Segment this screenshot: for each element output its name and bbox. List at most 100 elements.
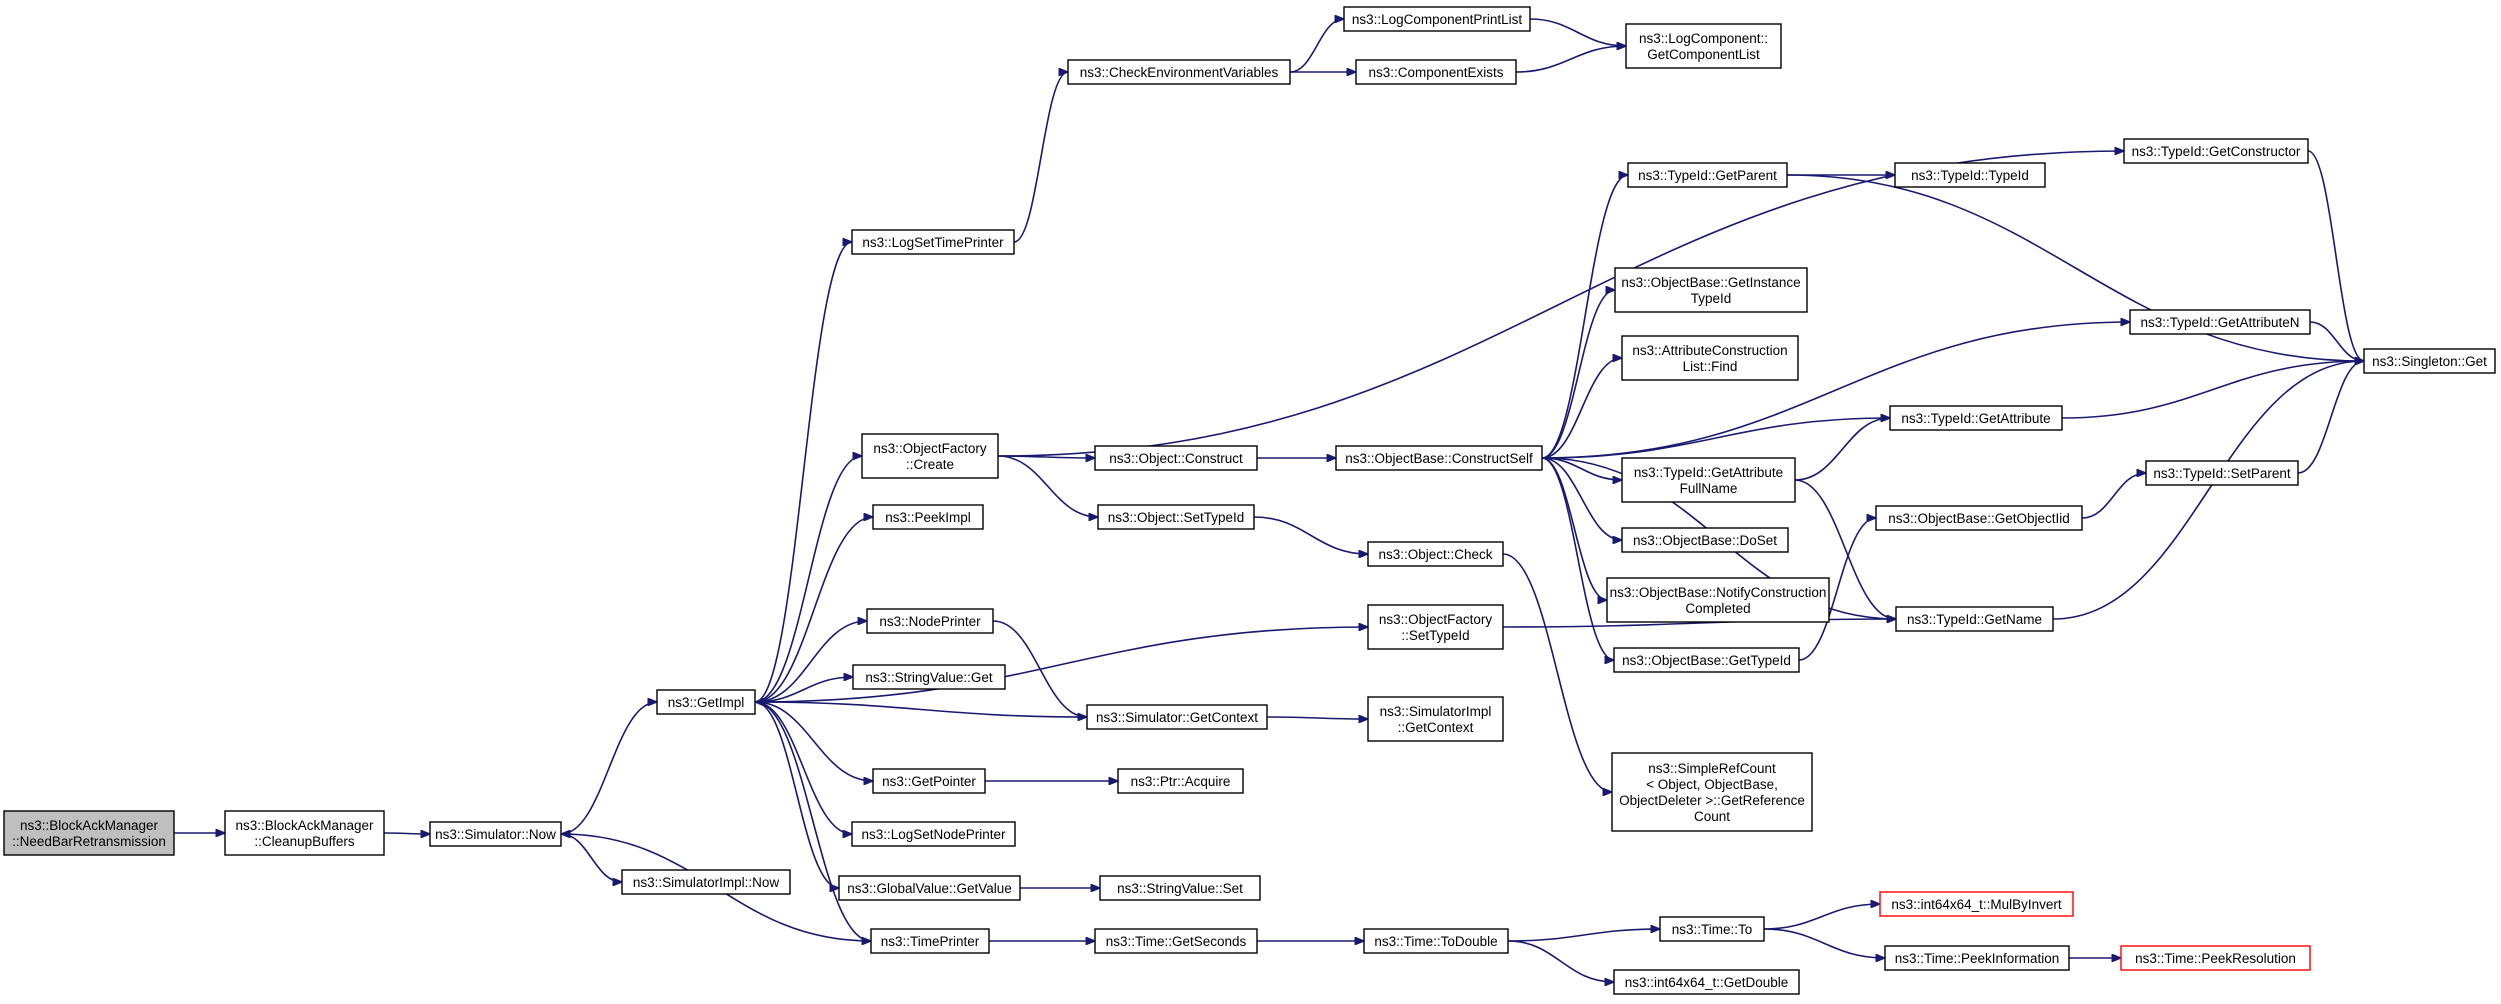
- node-simplerefcount-getreferencecount[interactable]: ns3::SimpleRefCount< Object, ObjectBase,…: [1611, 752, 1813, 832]
- node-typeid-getparent[interactable]: ns3::TypeId::GetParent: [1627, 162, 1788, 188]
- node-int64x64-getdouble[interactable]: ns3::int64x64_t::GetDouble: [1613, 969, 1800, 995]
- edge-arrow: [1507, 940, 1614, 982]
- node-timeprinter[interactable]: ns3::TimePrinter: [870, 928, 990, 954]
- node-object-check[interactable]: ns3::Object::Check: [1367, 541, 1504, 567]
- edge-getimpl-to-logsetnode: [754, 701, 852, 834]
- node-label-line: ns3::ObjectBase::DoSet: [1633, 533, 1777, 548]
- node-typeid-getconstructor[interactable]: ns3::TypeId::GetConstructor: [2123, 138, 2309, 164]
- node-objectbase-gettypeid[interactable]: ns3::ObjectBase::GetTypeId: [1613, 647, 1800, 673]
- node-logcomponentprintlist[interactable]: ns3::LogComponentPrintList: [1343, 6, 1531, 32]
- edge-arrow: [1763, 928, 1885, 958]
- edge-tidsetparent-to-singleton: [2297, 361, 2364, 474]
- nodes-layer: ns3::BlockAckManager::NeedBarRetransmiss…: [3, 6, 2496, 995]
- edge-simgetctx-to-getimpl: [755, 702, 1088, 718]
- edge-arrow: [2061, 361, 2364, 419]
- node-checkenvironmentvariables[interactable]: ns3::CheckEnvironmentVariables: [1067, 59, 1291, 85]
- edge-tidgetparent-to-singleton: [1786, 174, 2364, 361]
- node-simulator-now[interactable]: ns3::Simulator::Now: [429, 821, 562, 847]
- node-label-line: ns3::int64x64_t::GetDouble: [1625, 975, 1789, 990]
- node-singleton-get[interactable]: ns3::Singleton::Get: [2363, 348, 2496, 374]
- edge-constructself-to-tidgetattr: [1541, 418, 1890, 459]
- node-object-construct[interactable]: ns3::Object::Construct: [1094, 445, 1258, 471]
- node-typeid-getname[interactable]: ns3::TypeId::GetName: [1895, 606, 2054, 632]
- node-box: [1659, 916, 1765, 942]
- node-time-peekinformation[interactable]: ns3::Time::PeekInformation: [1884, 945, 2070, 971]
- node-box: [1367, 604, 1504, 650]
- node-int64x64-mulbyinvert[interactable]: ns3::int64x64_t::MulByInvert: [1879, 891, 2074, 917]
- node-label-line: FullName: [1680, 481, 1738, 496]
- node-getimpl[interactable]: ns3::GetImpl: [656, 689, 756, 715]
- edge-arrow: [1541, 175, 1628, 459]
- edge-obgettypeid-to-obgetobjtid: [1798, 518, 1876, 661]
- node-box: [1613, 647, 1800, 673]
- node-box: [2145, 460, 2299, 486]
- node-label-line: ns3::Simulator::Now: [435, 827, 556, 842]
- node-simulator-getcontext[interactable]: ns3::Simulator::GetContext: [1086, 704, 1268, 730]
- node-label-line: ns3::Time::PeekResolution: [2135, 951, 2296, 966]
- node-blockackmanager-needbarretransmission[interactable]: ns3::BlockAckManager::NeedBarRetransmiss…: [3, 810, 175, 856]
- node-objectfactory-settypeid[interactable]: ns3::ObjectFactory::SetTypeId: [1367, 604, 1504, 650]
- node-label-line: ns3::Object::Construct: [1109, 451, 1243, 466]
- node-typeid-getattribute[interactable]: ns3::TypeId::GetAttribute: [1889, 405, 2063, 431]
- node-label-line: ns3::GetImpl: [668, 695, 745, 710]
- node-objectfactory-create[interactable]: ns3::ObjectFactory::Create: [861, 433, 999, 479]
- node-typeid-typeid[interactable]: ns3::TypeId::TypeId: [1894, 162, 2046, 188]
- node-time-peekresolution[interactable]: ns3::Time::PeekResolution: [2120, 945, 2311, 971]
- node-label-line: ns3::GlobalValue::GetValue: [847, 881, 1012, 896]
- node-getpointer[interactable]: ns3::GetPointer: [872, 768, 986, 794]
- node-box: [851, 229, 1015, 255]
- node-objectbase-notifyconstructioncompleted[interactable]: ns3::ObjectBase::NotifyConstructionCompl…: [1606, 577, 1830, 623]
- node-box: [851, 821, 1016, 847]
- node-typeid-getattributen[interactable]: ns3::TypeId::GetAttributeN: [2129, 309, 2311, 335]
- edge-arrow: [1529, 18, 1626, 46]
- node-stringvalue-get[interactable]: ns3::StringValue::Get: [852, 664, 1006, 690]
- node-box: [1067, 59, 1291, 85]
- node-stringvalue-set[interactable]: ns3::StringValue::Set: [1099, 875, 1261, 901]
- node-label-line: ns3::GetPointer: [882, 774, 976, 789]
- edge-simgetctx-to-implgetctx: [1266, 717, 1368, 719]
- node-label-line: ns3::CheckEnvironmentVariables: [1080, 65, 1279, 80]
- edge-now-to-implnow: [560, 833, 622, 882]
- node-logcomponent-getcomponentlist[interactable]: ns3::LogComponent::GetComponentList: [1625, 23, 1782, 69]
- node-box: [1875, 505, 2083, 531]
- node-objectbase-doset[interactable]: ns3::ObjectBase::DoSet: [1621, 527, 1789, 553]
- node-simulatorimpl-getcontext[interactable]: ns3::SimulatorImpl::GetContext: [1367, 696, 1504, 742]
- node-label-line: List::Find: [1683, 359, 1738, 374]
- node-time-getseconds[interactable]: ns3::Time::GetSeconds: [1094, 928, 1258, 954]
- node-label-line: ns3::StringValue::Get: [865, 670, 993, 685]
- node-time-todouble[interactable]: ns3::Time::ToDouble: [1363, 928, 1509, 954]
- node-simulatorimpl-now[interactable]: ns3::SimulatorImpl::Now: [621, 869, 791, 895]
- edge-tidgetattrn-to-singleton: [2309, 321, 2364, 361]
- node-objectbase-constructself[interactable]: ns3::ObjectBase::ConstructSelf: [1335, 445, 1543, 471]
- node-time-to[interactable]: ns3::Time::To: [1659, 916, 1765, 942]
- node-objectbase-getobjectiid[interactable]: ns3::ObjectBase::GetObjectIid: [1875, 505, 2083, 531]
- edge-arrow: [1798, 518, 1876, 661]
- node-box: [870, 928, 990, 954]
- node-componentexists[interactable]: ns3::ComponentExists: [1355, 59, 1517, 85]
- node-box: [1621, 457, 1796, 503]
- node-blockackmanager-cleanupbuffers[interactable]: ns3::BlockAckManager::CleanupBuffers: [224, 810, 385, 856]
- node-label-line: ns3::Simulator::GetContext: [1096, 710, 1258, 725]
- edge-arrow: [1763, 904, 1880, 930]
- node-box: [852, 664, 1006, 690]
- edge-arrow: [2309, 321, 2364, 361]
- node-box: [872, 504, 984, 530]
- node-object-settypeid[interactable]: ns3::Object::SetTypeId: [1097, 504, 1255, 530]
- node-box: [1343, 6, 1531, 32]
- edge-arrow: [754, 701, 873, 781]
- node-globalvalue-getvalue[interactable]: ns3::GlobalValue::GetValue: [838, 875, 1021, 901]
- node-logsetnodeprinter[interactable]: ns3::LogSetNodePrinter: [851, 821, 1016, 847]
- node-nodeprinter[interactable]: ns3::NodePrinter: [866, 608, 994, 634]
- node-box: [838, 875, 1021, 901]
- node-typeid-setparent[interactable]: ns3::TypeId::SetParent: [2145, 460, 2299, 486]
- node-logsettimeprinter[interactable]: ns3::LogSetTimePrinter: [851, 229, 1015, 255]
- node-peekimpl[interactable]: ns3::PeekImpl: [872, 504, 984, 530]
- node-ptr-acquire[interactable]: ns3::Ptr::Acquire: [1117, 768, 1244, 794]
- edge-arrow: [1507, 929, 1660, 942]
- edge-constructself-to-tidgetattrn: [1541, 322, 2130, 459]
- edge-getimpl-to-strget: [754, 677, 853, 703]
